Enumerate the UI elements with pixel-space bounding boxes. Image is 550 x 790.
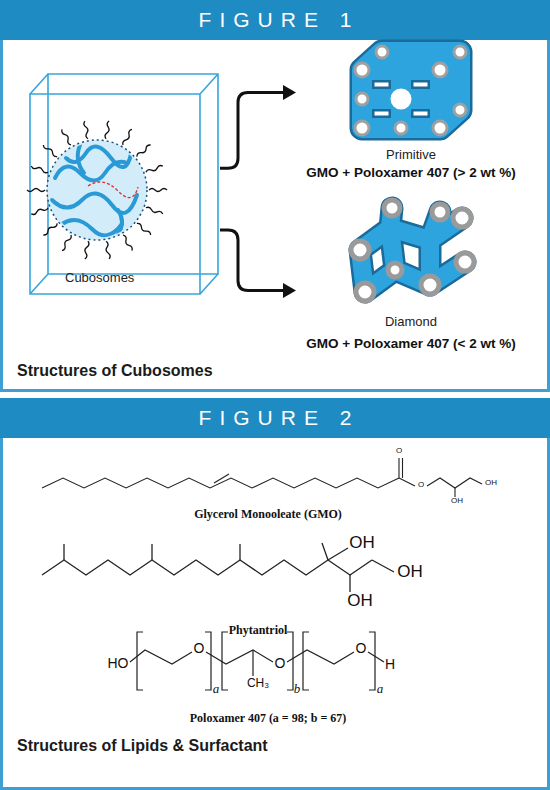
atom-label: O [275,656,286,670]
repeat-subscript: b [294,682,301,695]
phase-name: Diamond [296,314,526,329]
phase-structure: PrimitiveGMO + Poloxamer 407 (> 2 wt %) [296,40,526,182]
atom-label: H [385,657,395,671]
atom-label: O [396,447,402,455]
atom-label: OH [485,479,497,487]
repeat-subscript: a [377,682,384,695]
atom-label: O [194,641,205,655]
figure-panel: FIGURE 1 Structures of Cubosomes Cubosomes… [0,0,550,392]
phase-formula: GMO + Poloxamer 407 (> 2 wt %) [286,165,536,180]
phase-formula: GMO + Poloxamer 407 (< 2 wt %) [286,336,536,351]
phase-structure: DiamondGMO + Poloxamer 407 (< 2 wt %) [296,196,526,356]
figure-header: FIGURE 2 [0,398,550,438]
figure-panel: FIGURE 2 Structures of Lipids & Surfactan… [0,398,550,790]
atom-label: HO [108,656,129,670]
structure-caption: Poloxamer 407 (a = 98; b = 67) [190,712,346,724]
figure-header: FIGURE 1 [0,0,550,40]
repeat-subscript: a [213,682,220,695]
panel-title: Structures of Cubosomes [17,362,213,380]
atom-label: O [418,481,424,489]
cube-box: Cubosomes [28,72,220,296]
atom-label: OH [347,592,373,609]
structure-label: Cubosomes [65,270,134,285]
atom-label: OH [349,534,375,551]
phase-name: Primitive [296,147,526,162]
structure-caption: Phytantriol [229,624,288,636]
structure-caption: Glycerol Monooleate (GMO) [194,508,342,520]
atom-label: OH [397,563,423,580]
atom-label: OH [451,497,463,505]
atom-label: O [356,641,367,655]
atom-label: CH₃ [247,677,269,689]
panel-title: Structures of Lipids & Surfactant [17,737,268,755]
cube-outline [28,72,220,296]
cube-edge [30,74,218,294]
